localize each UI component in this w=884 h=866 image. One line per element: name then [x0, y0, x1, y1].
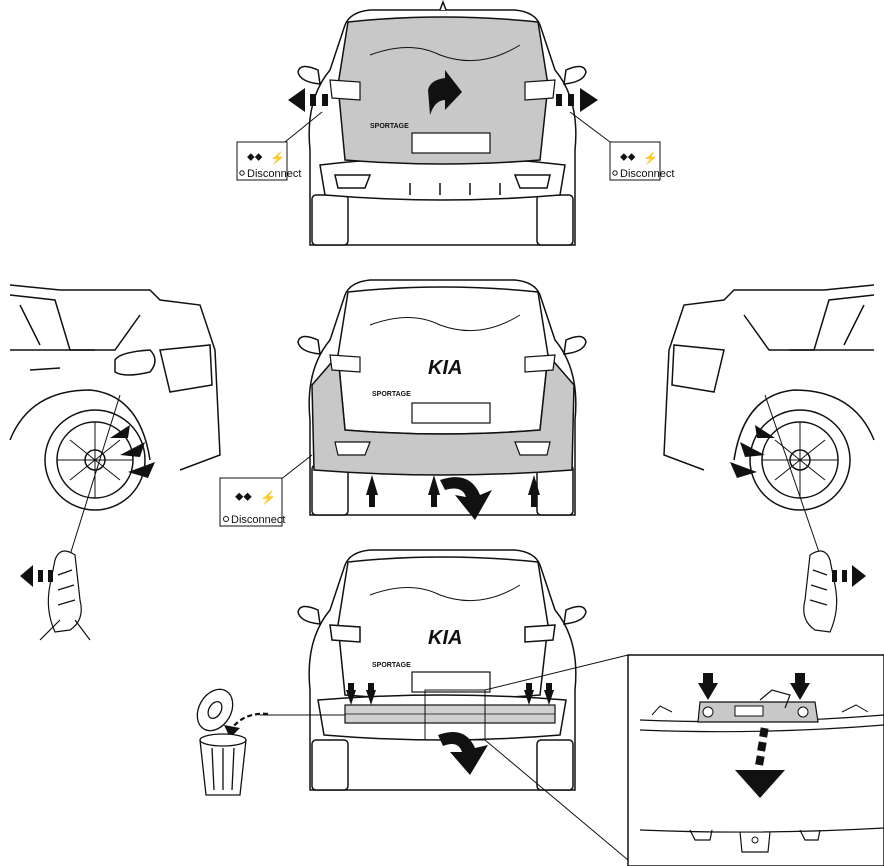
brand-badge-bottom: SPORTAGE	[372, 662, 411, 669]
connector-callout-top-left: ⬥⬥ ⚡ Disconnect	[236, 111, 323, 181]
kia-logo-bottom: KIA	[428, 627, 462, 649]
license-plate	[411, 671, 491, 693]
inset-remove-arrow-icon	[735, 727, 785, 798]
connector-icon: ⬥⬥	[247, 151, 263, 163]
connector-callout-top-right: ⬥⬥ ⚡ Disconnect	[569, 111, 674, 181]
trash-bin-icon	[196, 688, 247, 796]
lightning-icon: ⚡	[270, 151, 285, 165]
left-side-car-view	[9, 284, 221, 511]
kia-logo-middle: KIA	[428, 357, 462, 379]
lightning-icon: ⚡	[643, 151, 658, 165]
pull-out-arrow-right-icon	[556, 88, 598, 112]
pull-arrow-right-icon	[832, 565, 866, 587]
disconnect-label: Disconnect	[620, 168, 674, 180]
detail-inset	[627, 654, 884, 866]
connector-icon: ⬥⬥	[235, 489, 252, 503]
license-plate	[411, 402, 491, 424]
pull-arrow-left-icon	[20, 565, 53, 587]
bottom-car-rear-view	[297, 549, 587, 791]
beam-remove-arrow-icon	[438, 731, 488, 775]
brand-badge-top: SPORTAGE	[370, 123, 409, 130]
discard-arrow-icon	[224, 712, 269, 738]
bolt-arrows	[346, 683, 554, 705]
inset-bolt-arrows	[698, 673, 810, 700]
hand-icon	[39, 550, 91, 641]
connector-icon: ⬥⬥	[620, 151, 636, 163]
pull-out-arrow-left-icon	[288, 88, 328, 112]
remove-down-arrow-icon	[440, 477, 492, 520]
right-side-car-view	[663, 284, 875, 511]
hand-icon	[803, 550, 838, 633]
disconnect-label: Disconnect	[247, 168, 301, 180]
connector-callout-middle-left: ⬥⬥ ⚡ Disconnect	[219, 454, 313, 527]
right-fender-clip-arrows	[730, 425, 775, 478]
disconnect-label: Disconnect	[231, 514, 285, 526]
left-fender-clip-arrows	[110, 425, 155, 478]
bumper-push-arrows	[366, 475, 540, 507]
license-plate	[411, 132, 491, 154]
lightning-icon: ⚡	[260, 490, 276, 506]
lift-arrow-icon	[428, 70, 462, 115]
brand-badge-middle: SPORTAGE	[372, 391, 411, 398]
rear-bumper-panel	[311, 353, 575, 476]
